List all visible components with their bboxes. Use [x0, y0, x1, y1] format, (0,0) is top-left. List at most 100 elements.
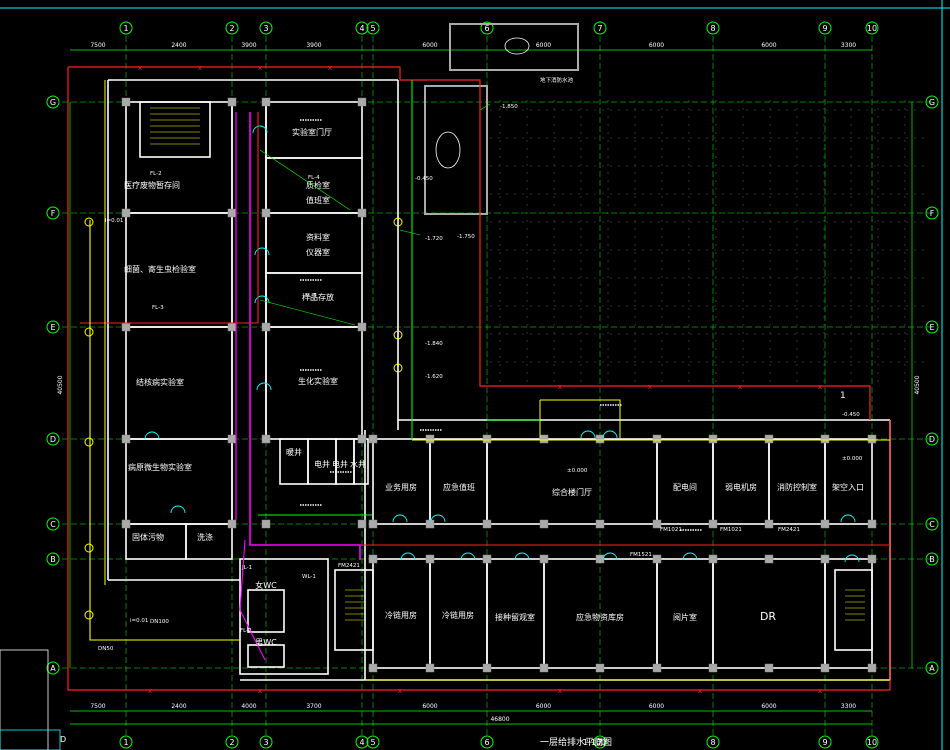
axis-bubble	[925, 432, 939, 446]
column	[539, 554, 549, 564]
dim-text-top: 3900	[306, 42, 321, 49]
legend-box	[0, 649, 49, 750]
floor-drain	[84, 543, 94, 553]
room-label: 固体污物	[132, 532, 164, 542]
room-label: 水井	[350, 459, 366, 469]
axis-letter-label: A	[929, 664, 935, 673]
axis-letter-label: F	[51, 209, 56, 218]
axis-bubble	[355, 21, 369, 35]
axis-bubble	[225, 735, 239, 749]
drawing-title: 一层给排水平面图	[540, 736, 612, 748]
door-arc	[252, 125, 268, 134]
pipe-x-mark: x	[138, 64, 142, 72]
pipe-x-mark: x	[558, 383, 562, 391]
dim-text-top: 2400	[171, 42, 186, 49]
axis-number-label: 8	[710, 738, 715, 747]
axis-letter-label: A	[50, 664, 56, 673]
door-arc	[602, 552, 618, 561]
dim-text-bottom: 6000	[761, 703, 776, 710]
pipe-x-mark: x	[148, 687, 152, 695]
pipe-x-mark: x	[818, 687, 822, 695]
room-wash	[185, 523, 233, 560]
axis-letter-label: B	[50, 555, 56, 564]
elevation-label: ±0.000	[567, 468, 588, 474]
axis-bubble	[355, 735, 369, 749]
door-arc	[602, 430, 618, 439]
column	[867, 519, 877, 529]
column	[867, 663, 877, 673]
door-arc	[144, 431, 160, 440]
column	[482, 519, 492, 529]
column	[261, 434, 271, 444]
axis-bubble	[480, 21, 494, 35]
column	[425, 434, 435, 444]
floor-drain	[393, 363, 403, 373]
axis-bubble	[593, 735, 607, 749]
floor-drain	[84, 327, 94, 337]
room-label: 弱电机房	[725, 482, 757, 492]
water-main-perimeter	[67, 67, 891, 691]
column	[482, 434, 492, 444]
dim-text-bottom: 7500	[90, 703, 105, 710]
axis-number-label: 9	[822, 738, 827, 747]
column	[482, 554, 492, 564]
column	[652, 663, 662, 673]
slope-tag: i=0.01	[105, 218, 123, 224]
axis-letter-label: D	[50, 435, 56, 444]
axis-bubble	[46, 95, 60, 109]
axis-number-label: 4	[359, 24, 364, 33]
column	[227, 322, 237, 332]
axis-letter-label: C	[50, 520, 56, 529]
column	[764, 434, 774, 444]
axis-letter-label: E	[929, 323, 934, 332]
door-tag: FM1021	[660, 527, 682, 533]
room-label: 电井	[332, 459, 348, 469]
axis-bubble	[925, 552, 939, 566]
dim-text-total: 46800	[490, 716, 509, 723]
pipe-tag: DN100	[150, 619, 169, 625]
fire-pool	[424, 85, 488, 215]
axis-bubble	[480, 735, 494, 749]
axis-bubble	[865, 735, 879, 749]
column	[764, 663, 774, 673]
elevation-label: ±0.000	[842, 456, 863, 462]
pipe-x-mark: x	[258, 64, 262, 72]
pump-shape	[504, 37, 530, 55]
room-labels: 医疗废物暂存间细菌、寄生虫检验室结核病实验室病原微生物实验室固体污物洗涤实验室门…	[124, 127, 864, 647]
axis-number-label: 6	[484, 24, 489, 33]
column	[764, 554, 774, 564]
axis-letter-label: E	[50, 323, 55, 332]
axis-bubble	[366, 21, 380, 35]
axis-number-label: 7	[597, 738, 602, 747]
axis-bubble	[366, 735, 380, 749]
axis-bubble	[818, 735, 832, 749]
column	[121, 97, 131, 107]
north-mark: 1	[840, 391, 846, 401]
pipe-tag: FL-2	[150, 171, 162, 177]
axis-bubble	[259, 21, 273, 35]
elevation-label: -1.850	[500, 104, 518, 110]
hot-pipe-wc	[239, 539, 266, 661]
pipe-x-mark: x	[398, 687, 402, 695]
room-label: 结核病实验室	[136, 377, 184, 387]
water-main-north	[68, 66, 871, 420]
axis-number-label: 7	[597, 24, 602, 33]
stair-sw	[334, 569, 374, 651]
axis-bubble	[46, 320, 60, 334]
axis-bubble	[46, 206, 60, 220]
column	[820, 434, 830, 444]
column	[820, 554, 830, 564]
axis-bubble	[593, 21, 607, 35]
column	[708, 554, 718, 564]
axis-bubble	[706, 735, 720, 749]
entrance-canopy	[540, 399, 621, 438]
axis-bubble	[46, 517, 60, 531]
wc-fixtures-m	[247, 644, 285, 668]
axis-number-label: 9	[822, 24, 827, 33]
column	[261, 208, 271, 218]
room-label: 阅片室	[673, 612, 697, 622]
